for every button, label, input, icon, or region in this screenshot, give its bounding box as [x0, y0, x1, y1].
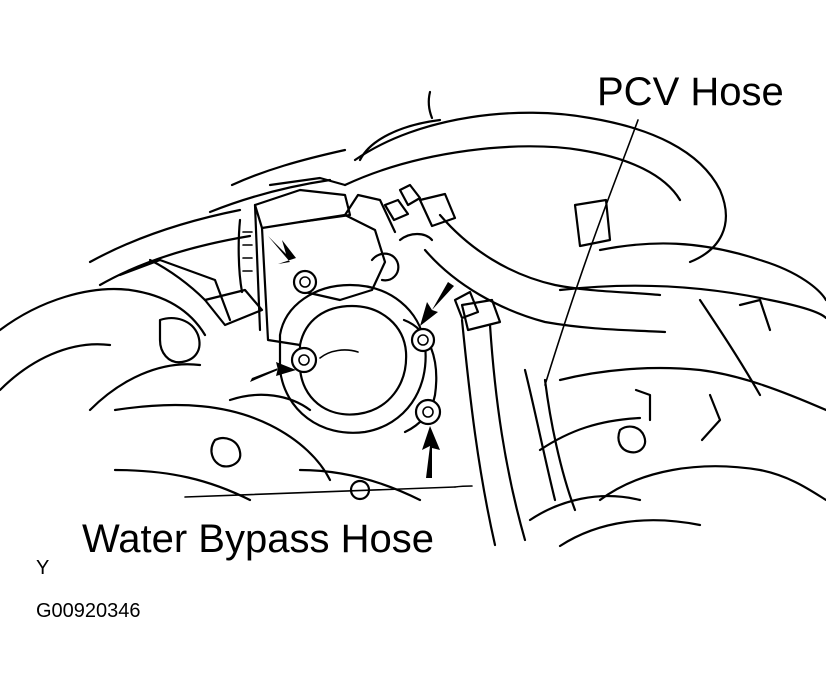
engine-background-outline: [0, 90, 826, 548]
bolt-lower-right: [414, 398, 442, 426]
mounting-bolts: [290, 269, 442, 501]
arrow-left: [250, 362, 296, 382]
bolt-upper-left: [292, 269, 318, 295]
arrow-upper-left: [268, 236, 296, 264]
bolt-left: [290, 346, 318, 374]
figure-code: G00920346: [36, 600, 141, 622]
water-bypass-hose: [453, 290, 577, 547]
arrow-upper-right: [420, 282, 454, 326]
bolt-arrows: [250, 236, 454, 478]
arrow-lower-right: [422, 426, 440, 478]
view-letter: Y: [36, 557, 49, 579]
leader-lines: [184, 119, 639, 498]
pcv-hose: [383, 183, 667, 334]
pcv-hose-label: PCV Hose: [597, 70, 784, 114]
water-bypass-hose-label: Water Bypass Hose: [82, 517, 434, 561]
bolt-upper-right: [410, 327, 436, 353]
